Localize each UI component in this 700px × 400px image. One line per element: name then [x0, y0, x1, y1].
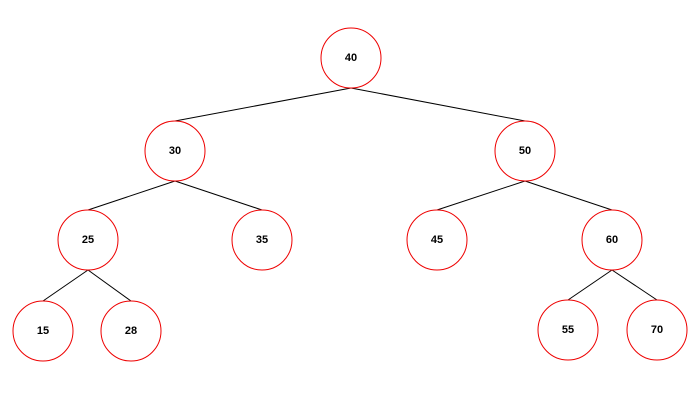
node-circle: [406, 209, 468, 271]
node-value: 28: [125, 325, 137, 337]
tree-node-15: 15: [12, 300, 74, 362]
tree-node-55: 55: [537, 299, 599, 361]
tree-edge-30-25: [87, 180, 176, 211]
node-circle: [494, 120, 556, 182]
tree-edge-60-70: [611, 269, 658, 301]
node-circle: [231, 209, 293, 271]
node-circle: [626, 299, 688, 361]
tree-node-50: 50: [494, 120, 556, 182]
tree-node-28: 28: [100, 300, 162, 362]
node-value: 15: [37, 325, 49, 337]
node-circle: [12, 300, 74, 362]
tree-edge-60-55: [567, 269, 613, 301]
tree-node-70: 70: [626, 299, 688, 361]
node-circle: [144, 120, 206, 182]
node-circle: [537, 299, 599, 361]
tree-node-40: 40: [320, 27, 382, 89]
tree-edge-25-28: [87, 269, 132, 302]
tree-edge-25-15: [42, 269, 89, 302]
tree-node-30: 30: [144, 120, 206, 182]
node-value: 60: [606, 234, 618, 246]
node-value: 35: [256, 234, 268, 246]
node-circle: [100, 300, 162, 362]
node-value: 50: [519, 145, 531, 157]
node-circle: [581, 209, 643, 271]
node-value: 40: [345, 52, 357, 64]
tree-node-25: 25: [57, 209, 119, 271]
tree-edge-50-45: [436, 180, 526, 211]
node-circle: [320, 27, 382, 89]
tree-node-45: 45: [406, 209, 468, 271]
tree-node-60: 60: [581, 209, 643, 271]
node-value: 55: [562, 324, 574, 336]
node-value: 45: [431, 234, 443, 246]
node-circle: [57, 209, 119, 271]
tree-edge-40-30: [174, 87, 352, 122]
tree-edge-50-60: [524, 180, 613, 211]
node-value: 25: [82, 234, 94, 246]
node-value: 30: [169, 145, 181, 157]
tree-edge-40-50: [350, 87, 526, 122]
node-value: 70: [651, 324, 663, 336]
tree-node-35: 35: [231, 209, 293, 271]
tree-edge-30-35: [174, 180, 263, 211]
